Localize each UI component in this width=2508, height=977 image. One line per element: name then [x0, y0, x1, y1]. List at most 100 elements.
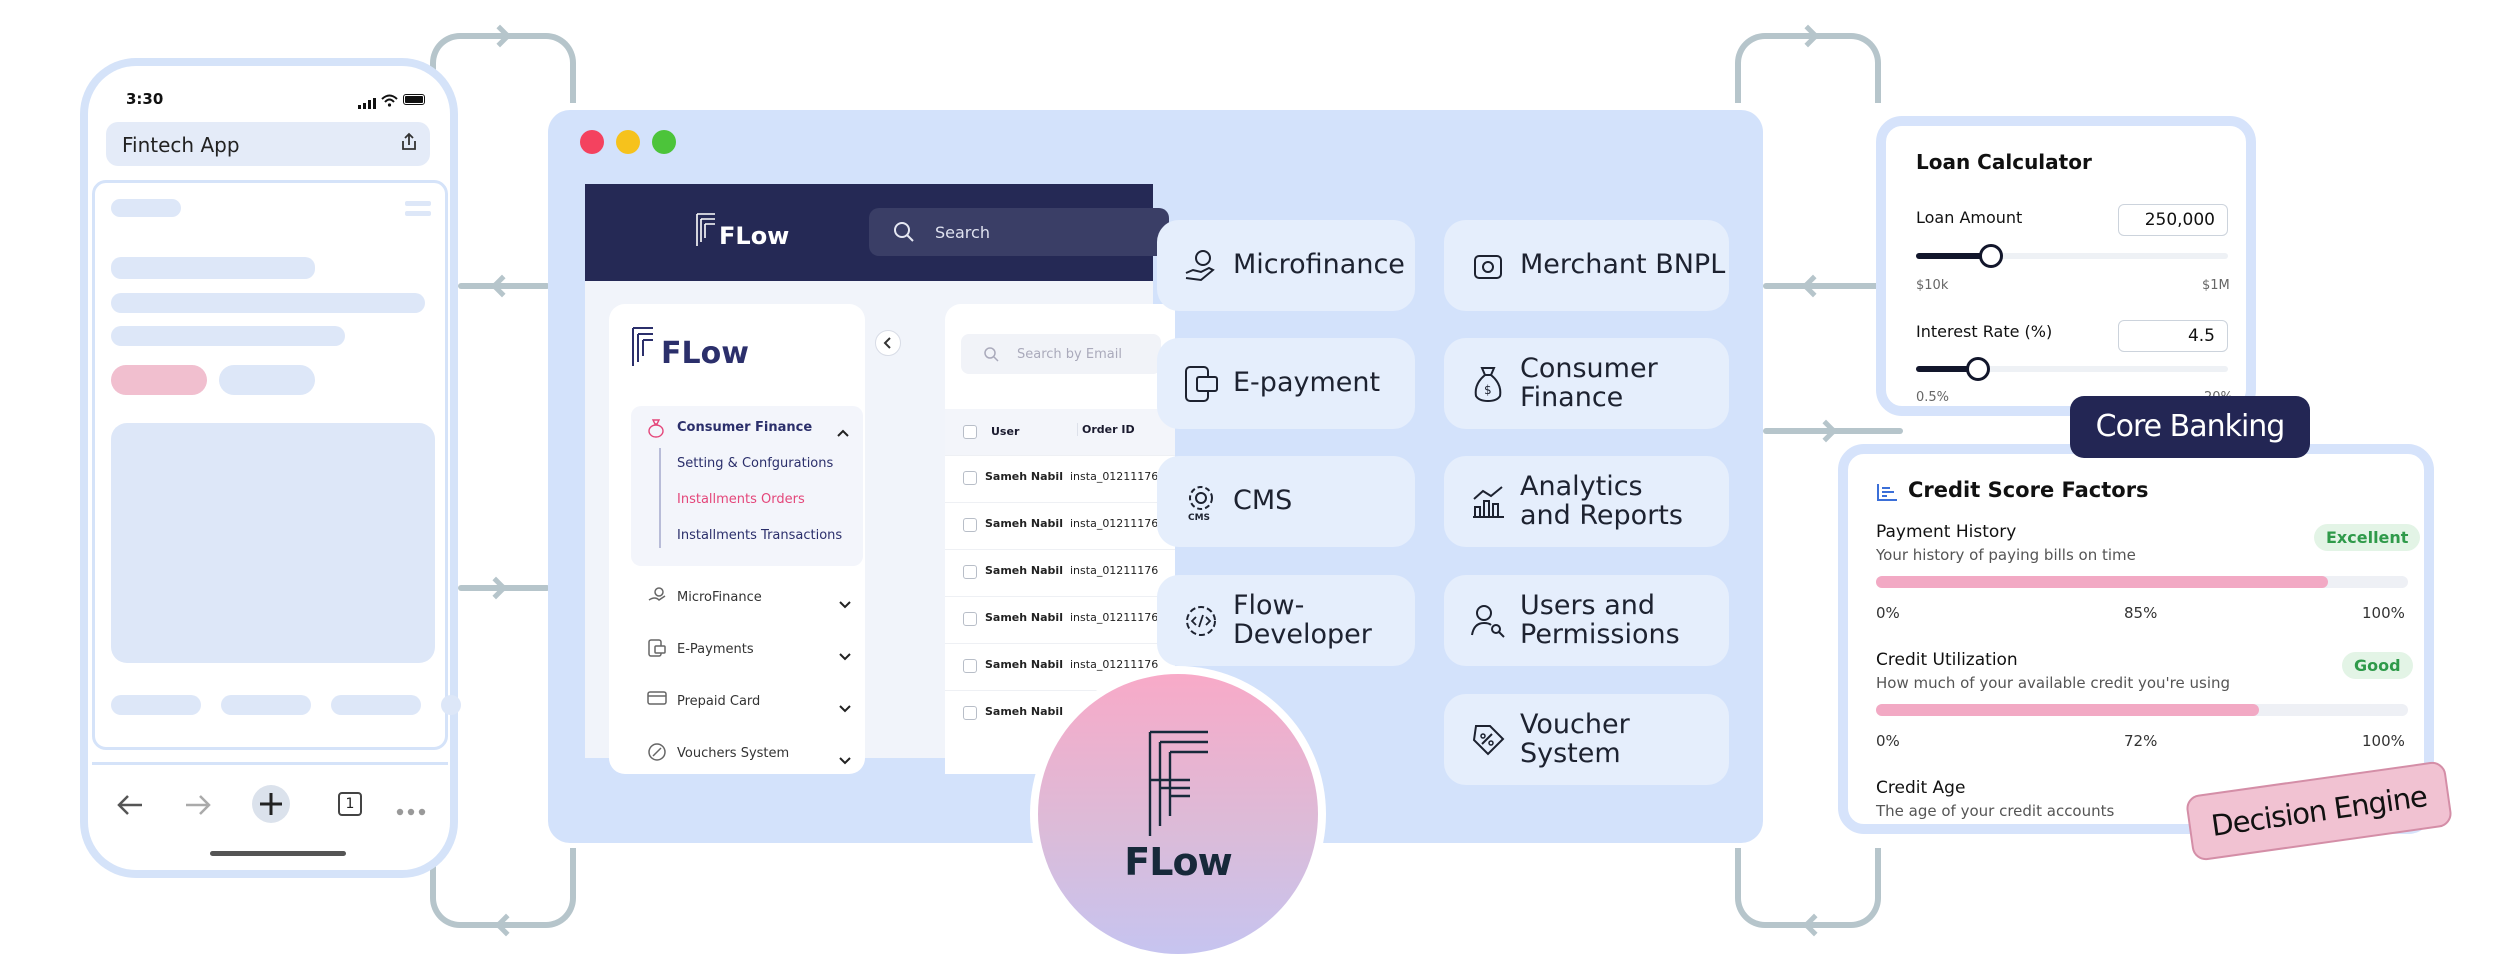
module-microfinance[interactable]: Microfinance — [1157, 220, 1415, 311]
moneybag-icon — [647, 418, 665, 442]
sidebar-item-prepaid-card[interactable]: Prepaid Card — [677, 694, 761, 709]
chevron-down-icon[interactable] — [839, 646, 851, 665]
flow-logo-text: FLow — [1124, 840, 1232, 884]
table-search-placeholder: Search by Email — [1017, 347, 1122, 362]
tabs-counter-button[interactable]: 1 — [338, 792, 362, 816]
factor-tick-mid: 85% — [2124, 604, 2158, 622]
skeleton-pill-pink — [111, 365, 207, 395]
loan-amount-min: $10k — [1916, 278, 1949, 293]
row-checkbox[interactable] — [963, 706, 977, 720]
submenu-installments-orders[interactable]: Installments Orders — [677, 492, 805, 507]
app-sidebar: FLow Consumer Finance Setting & Confgura… — [609, 304, 865, 774]
submenu-installments-transactions[interactable]: Installments Transactions — [677, 528, 843, 543]
window-close-button[interactable] — [580, 130, 604, 154]
connector-line-phone-upper — [458, 283, 550, 289]
module-label: CMS — [1233, 485, 1293, 517]
flow-logo-mark-icon — [1146, 728, 1212, 842]
phone-screen: 3:30 Fintech App — [88, 66, 461, 870]
collapse-sidebar-button[interactable] — [875, 330, 901, 356]
phone-card-icon — [1183, 365, 1219, 402]
address-bar[interactable]: Fintech App — [106, 122, 430, 166]
window-maximize-button[interactable] — [652, 130, 676, 154]
row-checkbox[interactable] — [963, 518, 977, 532]
loan-amount-input[interactable]: 250,000 — [2118, 204, 2228, 236]
sidebar-active-group: Consumer Finance Setting & Confgurations… — [631, 406, 863, 566]
interest-rate-input[interactable]: 4.5 — [2118, 320, 2228, 352]
page-content — [92, 180, 461, 750]
loan-amount-max: $1M — [2202, 278, 2230, 293]
chevron-up-icon[interactable] — [837, 422, 849, 441]
column-header-order-id[interactable]: Order ID — [1077, 423, 1135, 436]
interest-rate-slider-handle[interactable] — [1966, 357, 1991, 381]
voucher-icon — [647, 742, 667, 766]
sidebar-item-epayments[interactable]: E-Payments — [677, 642, 754, 657]
browser-toolbar: 1 — [92, 762, 448, 870]
module-merchant-bnpl[interactable]: Merchant BNPL — [1444, 220, 1729, 311]
skeleton-line — [111, 326, 345, 346]
skeleton-pill — [219, 365, 315, 395]
chevron-down-icon[interactable] — [839, 750, 851, 769]
row-checkbox[interactable] — [963, 659, 977, 673]
row-checkbox[interactable] — [963, 471, 977, 485]
row-user: Sameh Nabil — [985, 564, 1063, 577]
skeleton-line — [111, 293, 425, 313]
app-header: FLow Search — [585, 184, 1169, 281]
sidebar-item-microfinance[interactable]: MicroFinance — [677, 590, 762, 605]
new-tab-plus-icon[interactable] — [252, 785, 290, 823]
battery-icon — [403, 94, 425, 105]
module-epayment[interactable]: E-payment — [1157, 338, 1415, 429]
money-bag-icon: $ — [1470, 366, 1506, 402]
menu-skeleton-icon-2 — [405, 211, 431, 216]
submenu-line — [659, 448, 661, 548]
flow-logo-icon — [695, 212, 717, 252]
chevron-down-icon[interactable] — [839, 698, 851, 717]
cms-gear-icon: CMS — [1183, 484, 1219, 523]
more-dots-icon[interactable] — [396, 801, 426, 820]
sidebar-section-consumer-finance[interactable]: Consumer Finance — [677, 420, 813, 435]
forward-arrow-icon[interactable] — [184, 793, 212, 821]
module-cms[interactable]: CMS CMS — [1157, 456, 1415, 547]
app-search-box[interactable]: Search — [869, 208, 1169, 256]
chevron-down-icon[interactable] — [839, 594, 851, 613]
factor-desc: The age of your credit accounts — [1876, 802, 2115, 820]
row-checkbox[interactable] — [963, 612, 977, 626]
share-icon[interactable] — [400, 132, 418, 156]
home-indicator — [210, 851, 346, 856]
connector-line-loan — [1763, 283, 1881, 289]
phone-mockup: 3:30 Fintech App — [80, 58, 461, 878]
module-flow-developer[interactable]: Flow-Developer — [1157, 575, 1415, 666]
wifi-icon — [381, 92, 398, 111]
loan-amount-slider-handle[interactable] — [1978, 244, 2003, 268]
status-time: 3:30 — [126, 90, 164, 108]
column-header-user[interactable]: User — [991, 425, 1020, 438]
status-badge-excellent: Excellent — [2314, 524, 2421, 551]
voucher-tag-icon — [1470, 722, 1506, 758]
row-checkbox[interactable] — [963, 565, 977, 579]
connector-line-credit — [1763, 428, 1903, 434]
skeleton-chip — [331, 695, 421, 715]
table-row[interactable]: Sameh Nabil — [945, 690, 1175, 737]
arrow-credit-icon — [1814, 419, 1838, 443]
table-search-box[interactable]: Search by Email — [961, 334, 1161, 374]
module-label: Microfinance — [1233, 249, 1405, 281]
sidebar-item-vouchers[interactable]: Vouchers System — [677, 746, 790, 761]
factor-tick-min: 0% — [1876, 604, 1900, 622]
arrow-loan-icon — [1801, 274, 1825, 298]
select-all-checkbox[interactable] — [963, 425, 977, 439]
window-minimize-button[interactable] — [616, 130, 640, 154]
loan-amount-track[interactable] — [1916, 253, 2228, 259]
submenu-settings[interactable]: Setting & Confgurations — [677, 456, 834, 471]
svg-text:CMS: CMS — [1188, 513, 1210, 523]
back-arrow-icon[interactable] — [116, 793, 144, 821]
interest-rate-track[interactable] — [1916, 366, 2228, 372]
